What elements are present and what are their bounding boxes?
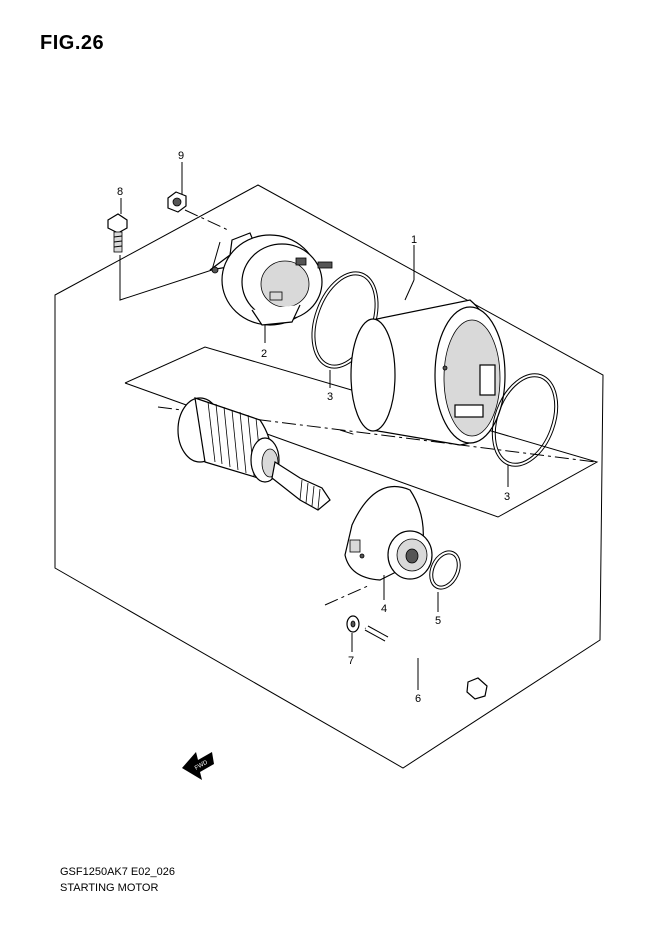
centerline-upper (184, 209, 229, 231)
callout-2: 2 (261, 348, 267, 360)
brush-holder-group-outline (119, 241, 221, 301)
o-ring-part-5 (429, 550, 461, 590)
armature-group-outline (124, 346, 599, 518)
callout-5: 5 (435, 615, 441, 627)
diagram-title: STARTING MOTOR (60, 882, 159, 894)
brush-holder-part-2 (209, 232, 333, 326)
assembly-boundary (54, 184, 604, 769)
centerline-short (339, 429, 357, 436)
yoke-housing (350, 299, 506, 446)
centerline-lower (157, 406, 597, 463)
o-ring-part-5-inner (432, 553, 458, 587)
centerline-bolt (324, 584, 371, 606)
callout-8: 8 (117, 186, 123, 198)
o-ring-lower-part-3 (491, 373, 559, 467)
bolt-part-8 (107, 213, 128, 253)
callout-4: 4 (381, 603, 387, 615)
callout-1: 1 (411, 234, 417, 246)
figure-label: FIG.26 (40, 32, 105, 54)
armature (177, 397, 331, 511)
through-bolt-part-6 (364, 625, 488, 700)
callout-9: 9 (178, 150, 184, 162)
callout-3-upper: 3 (327, 391, 333, 403)
callout-6: 6 (415, 693, 421, 705)
diagram-code: GSF1250AK7 E02_026 (60, 866, 175, 878)
nut-part-9 (167, 191, 187, 213)
housing-part-4 (344, 486, 433, 581)
fwd-arrow-icon: FWD (182, 752, 214, 780)
callout-7: 7 (348, 655, 354, 667)
callout-3-lower: 3 (504, 491, 510, 503)
o-ring-lower-inner (494, 376, 556, 464)
